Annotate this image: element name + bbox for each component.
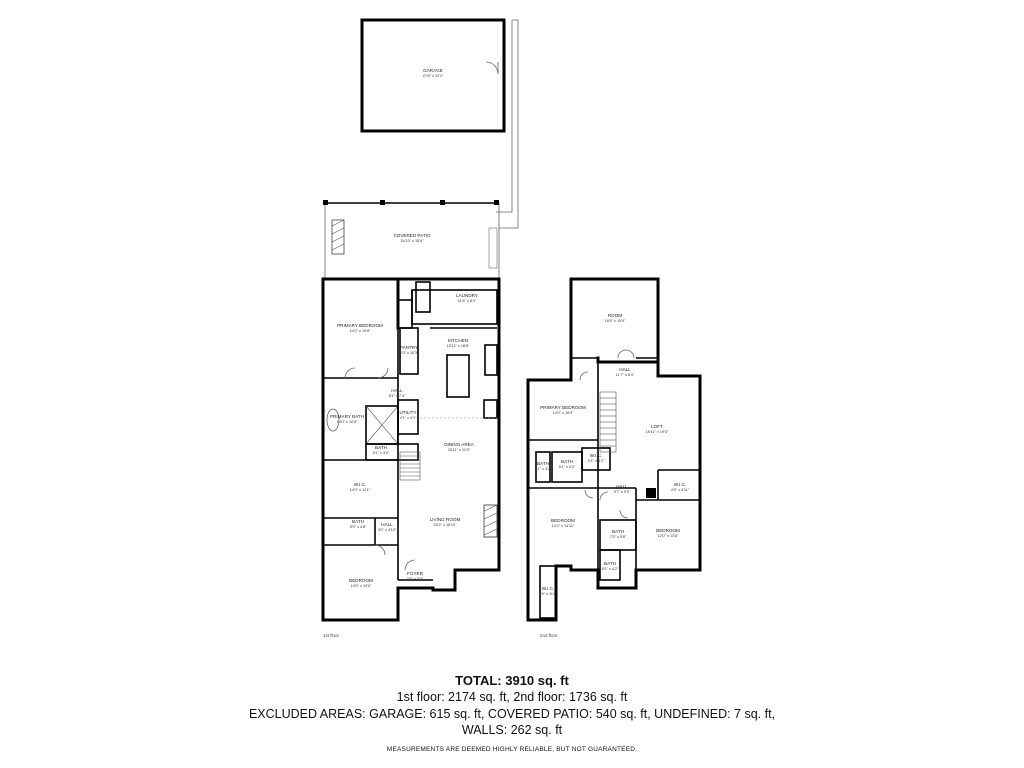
- total-area: TOTAL: 3910 sq. ft: [455, 673, 569, 688]
- room-dim-living-room: 20'2" x 18'10": [434, 523, 458, 527]
- room-dim-wic-3: 4'9" x 4'11": [671, 488, 690, 492]
- room-dim-bedroom-3: 12'0" x 13'8": [658, 534, 679, 538]
- room-dim-primary-bedroom: 14'2" x 19'8": [350, 329, 371, 333]
- room-label-bath: BATH: [375, 445, 387, 450]
- floor-areas: 1st floor: 2174 sq. ft, 2nd floor: 1736 …: [396, 690, 628, 704]
- room-dim-wic-4: 7'9" x 11'6": [539, 592, 558, 596]
- room-dim-loft: 15'11" x 19'0": [646, 430, 669, 434]
- room-dim-foyer: 7'0" x 5'3": [407, 577, 424, 581]
- walkway-outline: [499, 19, 519, 229]
- floor-label-second: 2nd floor: [540, 633, 558, 638]
- room-dim-covered-patio: 34'10" x 15'6": [401, 239, 425, 243]
- room-dim-hall-4: 9'7" x 9'0": [614, 490, 631, 494]
- walkway-inner: [496, 20, 513, 213]
- room-label-hall-3: HALL: [619, 367, 631, 372]
- room-label-primary-bath: PRIMARY BATH: [330, 414, 364, 419]
- room-dim-laundry: 11'6" x 8'4": [458, 299, 477, 303]
- walls-area: WALLS: 262 sq. ft: [461, 723, 563, 737]
- room-dim-primary-bath: 14'0" x 10'5": [337, 420, 358, 424]
- floor-plan-drawing: GARAGE 27'8" x 22'2" COVERED PATIO 34'10…: [321, 18, 702, 638]
- room-dim-hall: 8'1" x 7'4": [389, 394, 406, 398]
- room-label-bath-6: BATH: [604, 561, 616, 566]
- room-label-wic-4: W.I.C.: [542, 586, 555, 591]
- area-summary: TOTAL: 3910 sq. ft 1st floor: 2174 sq. f…: [0, 672, 1024, 754]
- room-dim-hall-2: 3'0" x 4'10": [378, 528, 397, 532]
- floor-label-first: 1st floor: [323, 633, 340, 638]
- room-label-bath-2: BATH: [352, 519, 364, 524]
- room-label-laundry: LAUNDRY: [456, 293, 478, 298]
- room-label-primary-bedroom-2: PRIMARY BEDROOM: [540, 405, 586, 410]
- room-dim-room: 16'9" x 15'9": [605, 319, 626, 323]
- room-label-living-room: LIVING ROOM: [430, 517, 461, 522]
- room-label-bedroom: BEDROOM: [349, 578, 373, 583]
- room-dim-bath-5: 7'5" x 5'8": [610, 535, 627, 539]
- room-label-bath-3: BATH: [537, 461, 549, 466]
- room-label-loft: LOFT: [651, 424, 663, 429]
- garage: GARAGE 27'8" x 22'2": [360, 18, 506, 133]
- room-label-wic-2: W.I.C.: [590, 453, 603, 458]
- room-label-hall: HALL: [391, 388, 403, 393]
- room-label-wic-3: W.I.C.: [674, 482, 687, 487]
- room-dim-bath: 6'1" x 3'0": [373, 451, 390, 455]
- room-label-hall-4: HALL: [616, 484, 628, 489]
- room-label-hall-2: HALL: [381, 522, 393, 527]
- room-label-garage: GARAGE: [423, 68, 443, 73]
- room-dim-bath-2: 5'9" x 4'8": [350, 525, 367, 529]
- room-dim-kitchen: 15'11" x 18'8": [447, 344, 470, 348]
- room-dim-pantry: 5'3" x 10'3": [400, 351, 419, 355]
- room-dim-bath-6: 5'1" x 4'2": [602, 567, 619, 571]
- room-dim-wic-2: 5'1" x 4'2": [588, 459, 605, 463]
- room-dim-primary-bedroom-2: 14'0" x 16'9": [553, 411, 574, 415]
- disclaimer: MEASUREMENTS ARE DEEMED HIGHLY RELIABLE,…: [386, 745, 638, 753]
- room-dim-bedroom: 14'0" x 13'0": [351, 584, 372, 588]
- stairs-second-floor: [599, 391, 617, 453]
- room-dim-bedroom-2: 14'2" x 14'11": [552, 524, 575, 528]
- room-label-bath-4: BATH: [561, 459, 573, 464]
- room-label-covered-patio: COVERED PATIO: [393, 233, 431, 238]
- room-label-utility: UTILITY: [399, 410, 416, 415]
- room-dim-bath-4: 5'1" x 4'2": [559, 465, 576, 469]
- room-label-bath-5: BATH: [612, 529, 624, 534]
- room-label-bedroom-2: BEDROOM: [551, 518, 575, 523]
- room-dim-hall-3: 11'7" x 6'4": [616, 373, 635, 377]
- excluded-areas: EXCLUDED AREAS: GARAGE: 615 sq. ft, COVE…: [248, 706, 776, 721]
- covered-patio: COVERED PATIO 34'10" x 15'6": [323, 200, 500, 279]
- room-label-primary-bedroom: PRIMARY BEDROOM: [337, 323, 383, 328]
- room-label-dining-area: DINING AREA: [444, 442, 475, 447]
- room-dim-wic: 14'0" x 11'1": [350, 488, 371, 492]
- room-dim-utility: 4'1" x 4'1": [400, 416, 417, 420]
- room-dim-dining-area: 15'11" x 11'5": [448, 448, 471, 452]
- room-label-bedroom-3: BEDROOM: [656, 528, 680, 533]
- room-label-pantry: PANTRY: [400, 345, 418, 350]
- room-dim-bath-3: 5'1" x 4'2": [535, 467, 552, 471]
- room-dim-garage: 27'8" x 22'2": [423, 74, 444, 78]
- room-label-foyer: FOYER: [407, 571, 424, 576]
- room-label-room: ROOM: [608, 313, 622, 318]
- first-floor: PRIMARY BEDROOM 14'2" x 19'8" LAUNDRY 11…: [321, 277, 501, 638]
- room-label-kitchen: KITCHEN: [448, 338, 468, 343]
- room-label-wic: W.I.C.: [354, 482, 367, 487]
- second-floor: ROOM 16'9" x 15'9" HALL 11'7" x 6'4" PRI…: [526, 277, 702, 638]
- stairs-first-floor: [399, 451, 421, 481]
